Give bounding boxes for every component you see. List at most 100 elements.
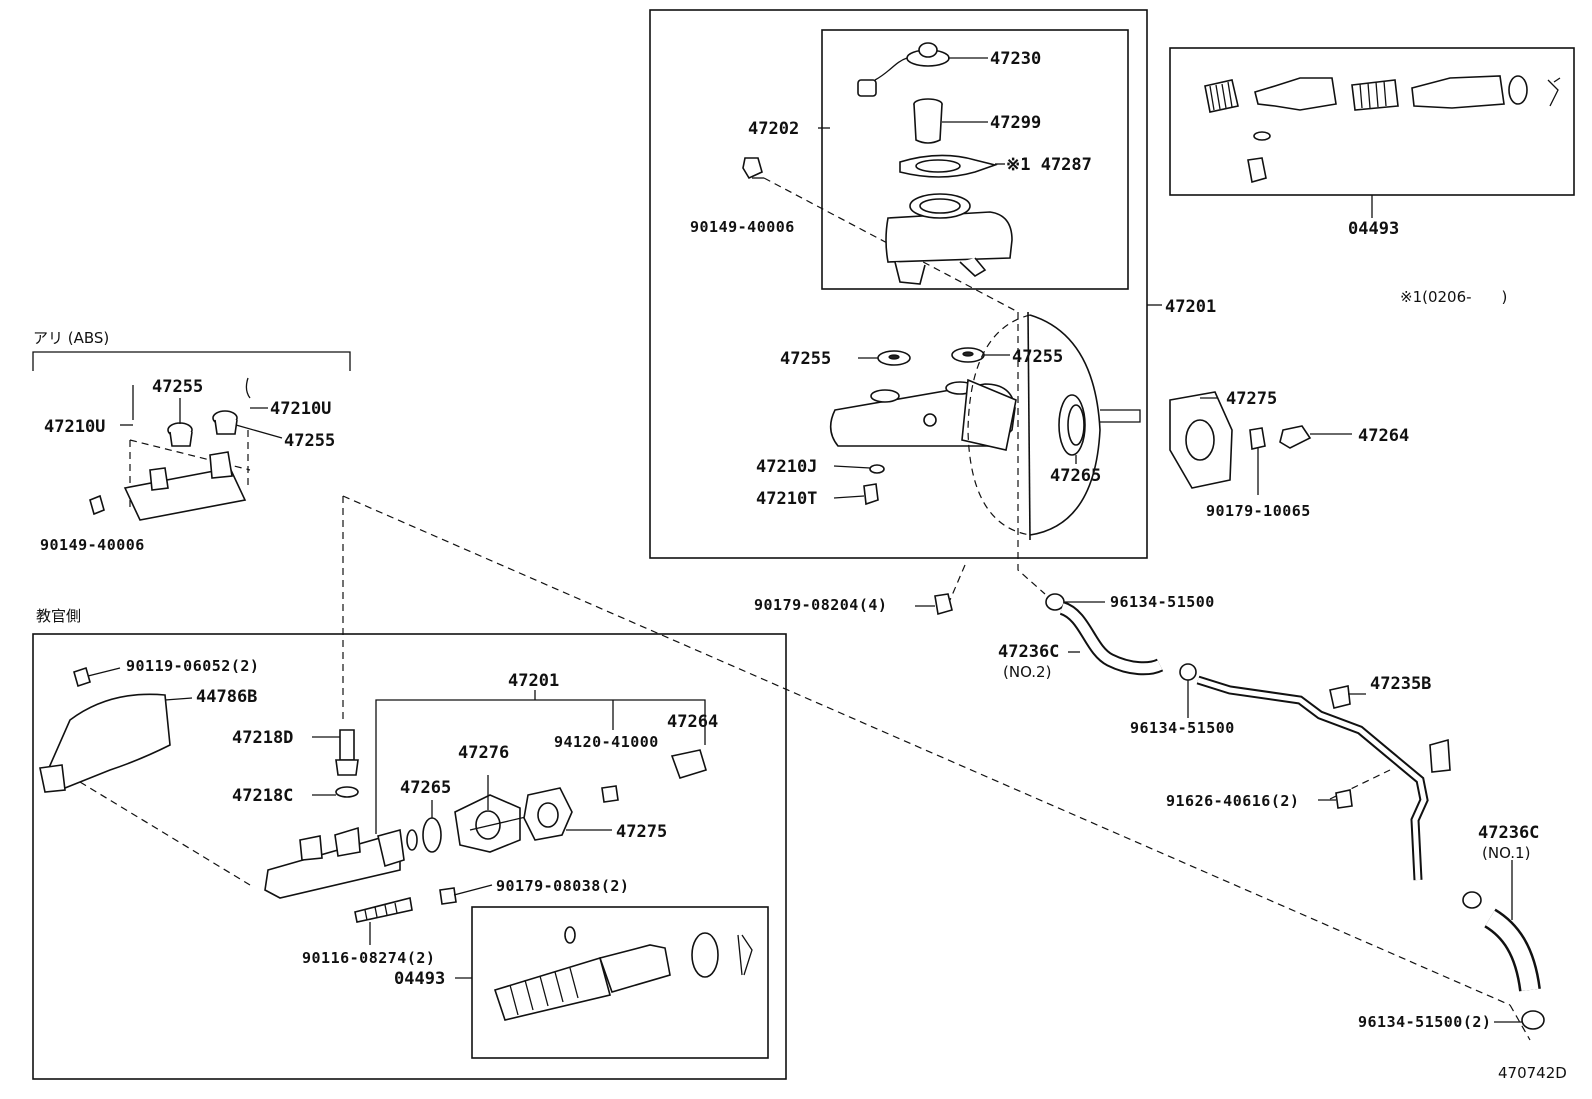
note-star-date: ※1(0206- )	[1400, 288, 1507, 306]
label-47299: 47299	[990, 113, 1041, 133]
label-91626-40616: 91626-40616(2)	[1166, 792, 1299, 810]
bolt-90119	[73, 666, 91, 688]
repair-kit-parts-top	[1204, 75, 1561, 184]
dash-abs-plugs	[129, 430, 251, 510]
diagram-id: 470742D	[1498, 1064, 1567, 1082]
label-47236C-no1: 47236C	[1478, 823, 1539, 843]
cover-44786B	[39, 693, 171, 793]
master-cylinder-top	[829, 378, 1017, 451]
leader-47210T	[833, 495, 865, 499]
booster-assembly-frame	[649, 9, 1148, 559]
label-abs-90149-40006: 90149-40006	[40, 536, 145, 554]
dash-cover-to-cylinder	[79, 781, 251, 886]
label-96134-51500-c: 96134-51500(2)	[1358, 1013, 1491, 1031]
clamp-96134-a	[1045, 593, 1065, 611]
plate-47276	[454, 794, 531, 853]
label-94120-41000: 94120-41000	[554, 733, 659, 751]
tube-47235B	[1196, 675, 1451, 881]
master-cylinder-instructor	[264, 826, 405, 899]
label-47275-instructor: 47275	[616, 822, 667, 842]
washer-47210J	[869, 464, 885, 474]
abs-master-cylinder	[89, 377, 251, 521]
label-47218D: 47218D	[232, 728, 293, 748]
reservoir-tank	[885, 193, 1013, 285]
cap-47218C	[335, 786, 359, 798]
label-47210J: 47210J	[756, 457, 817, 477]
leader-90179-08038	[453, 884, 493, 896]
dash-long-diagonal	[342, 495, 1511, 1006]
bolt-47210T	[863, 483, 879, 506]
label-47235B: 47235B	[1370, 674, 1431, 694]
label-abs-47210U-b: 47210U	[270, 399, 331, 419]
label-47255-a: 47255	[780, 349, 831, 369]
leader-44786B	[164, 697, 193, 701]
hose-47236C-no2	[1059, 601, 1164, 676]
clamp-96134-d	[1462, 891, 1482, 909]
stud-90116	[354, 897, 413, 923]
label-47218C: 47218C	[232, 786, 293, 806]
grommet-47255-b	[951, 347, 985, 363]
label-96134-51500-b: 96134-51500	[1130, 719, 1235, 737]
brake-booster	[967, 311, 1141, 541]
label-47230: 47230	[990, 49, 1041, 69]
reservoir-gasket-47287	[899, 154, 998, 178]
label-90116-08274: 90116-08274(2)	[302, 949, 435, 967]
reservoir-subframe	[821, 29, 1129, 290]
label-90119-06052: 90119-06052(2)	[126, 657, 259, 675]
label-47265-instructor: 47265	[400, 778, 451, 798]
clevis-47264-top	[1279, 425, 1312, 449]
clamp-96134-b	[1179, 663, 1197, 681]
repair-kit-frame-top	[1169, 47, 1575, 196]
label-47201-instructor: 47201	[508, 671, 559, 691]
abs-bracket	[32, 351, 351, 371]
grommet-47255-a	[877, 350, 911, 366]
seal-47265	[406, 817, 442, 853]
dash-booster-to-clamp	[1017, 312, 1046, 595]
nut-90179-08038	[439, 887, 457, 905]
label-90179-08204: 90179-08204(4)	[754, 596, 887, 614]
label-47265-top: 47265	[1050, 466, 1101, 486]
label-47276: 47276	[458, 743, 509, 763]
bleeder-47218D	[335, 729, 359, 776]
instructor-side-frame	[32, 633, 787, 1080]
leader-90119	[87, 667, 121, 677]
label-47264-top: 47264	[1358, 426, 1409, 446]
label-47255-b: 47255	[1012, 347, 1063, 367]
nut-94120	[601, 785, 619, 803]
label-abs-47255-b: 47255	[284, 431, 335, 451]
label-90179-10065: 90179-10065	[1206, 502, 1311, 520]
bolt-90149-top	[742, 157, 764, 180]
label-abs-47255-a: 47255	[152, 377, 203, 397]
label-04493-instructor: 04493	[394, 969, 445, 989]
clevis-47264-instructor	[670, 749, 707, 779]
label-47275-top: 47275	[1226, 389, 1277, 409]
section-title-instructor: 教官側	[36, 607, 81, 625]
label-47264-instructor: 47264	[667, 712, 718, 732]
repair-kit-parts-bottom	[493, 926, 753, 1021]
label-47236C-no1-sub: (NO.1)	[1482, 844, 1530, 862]
label-47236C-no2: 47236C	[998, 642, 1059, 662]
repair-kit-frame-bottom	[471, 906, 769, 1059]
gasket-47275-top	[1169, 391, 1233, 489]
label-47201-top: 47201	[1165, 297, 1216, 317]
gasket-47275-instructor	[523, 787, 573, 841]
bracket-47201-instructor	[375, 690, 706, 834]
dash-clamp-end	[1509, 1004, 1531, 1041]
section-title-abs: アリ (ABS)	[33, 329, 109, 347]
label-abs-47210U-a: 47210U	[44, 417, 105, 437]
label-90149-40006-top: 90149-40006	[690, 218, 795, 236]
bolt-91626	[1335, 789, 1353, 809]
label-96134-51500-a: 96134-51500	[1110, 593, 1215, 611]
label-44786B: 44786B	[196, 687, 257, 707]
leader-47210J	[833, 465, 871, 469]
hose-47236C-no1	[1484, 908, 1541, 992]
label-04493-top: 04493	[1348, 219, 1399, 239]
leader-abs-47255-b	[235, 424, 283, 439]
reservoir-strainer-47299	[913, 98, 943, 144]
nut-90179-10065	[1249, 427, 1266, 450]
label-90179-08038: 90179-08038(2)	[496, 877, 629, 895]
label-47210T: 47210T	[756, 489, 817, 509]
label-47236C-no2-sub: (NO.2)	[1003, 663, 1051, 681]
